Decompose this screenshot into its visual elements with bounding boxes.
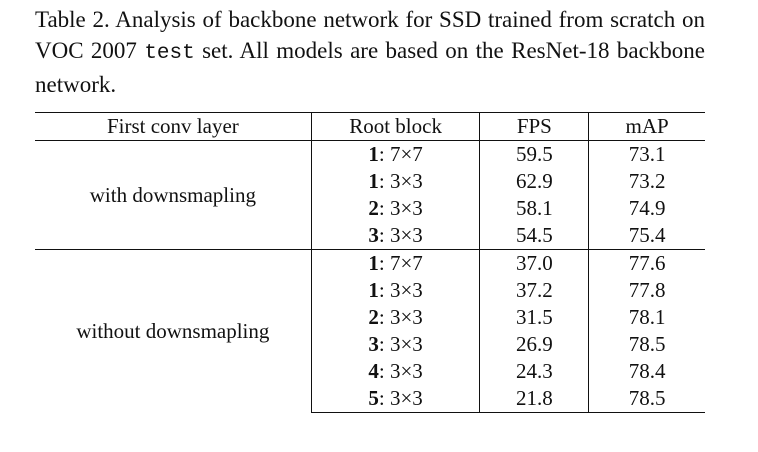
root-block-number: 4 xyxy=(368,359,379,383)
map-cell: 77.6 xyxy=(588,249,705,277)
root-block-kernel: : 3×3 xyxy=(378,359,423,383)
fps-cell: 31.5 xyxy=(479,304,589,331)
map-cell: 74.9 xyxy=(588,195,705,222)
map-cell: 78.1 xyxy=(588,304,705,331)
results-table: First conv layer Root block FPS mAP with… xyxy=(35,112,705,413)
root-block-kernel: : 7×7 xyxy=(378,251,423,275)
header-first-conv: First conv layer xyxy=(35,112,312,141)
caption-text-prefix: Table 2. Analysis of backbone network fo… xyxy=(35,7,705,63)
group-label-cell: with downsmapling xyxy=(89,182,256,207)
root-block-cell: 1: 7×7 xyxy=(310,140,480,168)
table-header-row: First conv layer Root block FPS mAP xyxy=(35,112,705,141)
caption-text-suffix: set. All models are based on the ResNet-… xyxy=(35,38,705,97)
fps-cell: 21.8 xyxy=(479,385,589,413)
fps-cell: 62.9 xyxy=(479,168,589,195)
root-block-cell: 3: 3×3 xyxy=(310,222,480,250)
root-block-kernel: : 3×3 xyxy=(378,386,423,410)
root-block-cell: 2: 3×3 xyxy=(310,304,480,331)
root-block-number: 1 xyxy=(368,142,379,166)
root-block-kernel: : 3×3 xyxy=(378,332,423,356)
caption-test-split: test xyxy=(144,42,195,65)
root-block-cell: 1: 7×7 xyxy=(310,249,480,277)
root-block-kernel: : 3×3 xyxy=(378,169,423,193)
fps-cell: 59.5 xyxy=(479,140,589,168)
map-cell: 78.5 xyxy=(588,385,705,413)
fps-cell: 58.1 xyxy=(479,195,589,222)
root-block-number: 1 xyxy=(368,278,379,302)
root-block-number: 2 xyxy=(368,196,379,220)
fps-cell: 26.9 xyxy=(479,331,589,358)
root-block-kernel: : 3×3 xyxy=(378,196,423,220)
map-cell: 75.4 xyxy=(588,222,705,250)
root-block-number: 1 xyxy=(368,169,379,193)
root-block-number: 2 xyxy=(368,305,379,329)
table-caption: Table 2. Analysis of backbone network fo… xyxy=(35,4,705,100)
map-cell: 77.8 xyxy=(588,277,705,304)
root-block-cell: 3: 3×3 xyxy=(310,331,480,358)
fps-cell: 37.2 xyxy=(479,277,589,304)
map-cell: 78.4 xyxy=(588,358,705,385)
root-block-cell: 1: 3×3 xyxy=(310,277,480,304)
map-cell: 73.2 xyxy=(588,168,705,195)
map-cell: 73.1 xyxy=(588,140,705,168)
root-block-number: 1 xyxy=(368,251,379,275)
map-cell: 78.5 xyxy=(588,331,705,358)
root-block-kernel: : 7×7 xyxy=(378,142,423,166)
root-block-kernel: : 3×3 xyxy=(378,223,423,247)
root-block-number: 3 xyxy=(368,332,379,356)
root-block-kernel: : 3×3 xyxy=(378,278,423,302)
root-block-cell: 4: 3×3 xyxy=(310,358,480,385)
header-root-block: Root block xyxy=(310,112,480,141)
header-fps: FPS xyxy=(479,112,589,141)
root-block-kernel: : 3×3 xyxy=(378,305,423,329)
header-map: mAP xyxy=(588,112,705,141)
root-block-cell: 5: 3×3 xyxy=(310,385,480,413)
root-block-number: 3 xyxy=(368,223,379,247)
root-block-cell: 2: 3×3 xyxy=(310,195,480,222)
root-block-cell: 1: 3×3 xyxy=(310,168,480,195)
root-block-number: 5 xyxy=(368,386,379,410)
group-label-cell: without downsmapling xyxy=(35,249,312,413)
fps-cell: 54.5 xyxy=(479,222,589,250)
fps-cell: 37.0 xyxy=(479,249,589,277)
fps-cell: 24.3 xyxy=(479,358,589,385)
